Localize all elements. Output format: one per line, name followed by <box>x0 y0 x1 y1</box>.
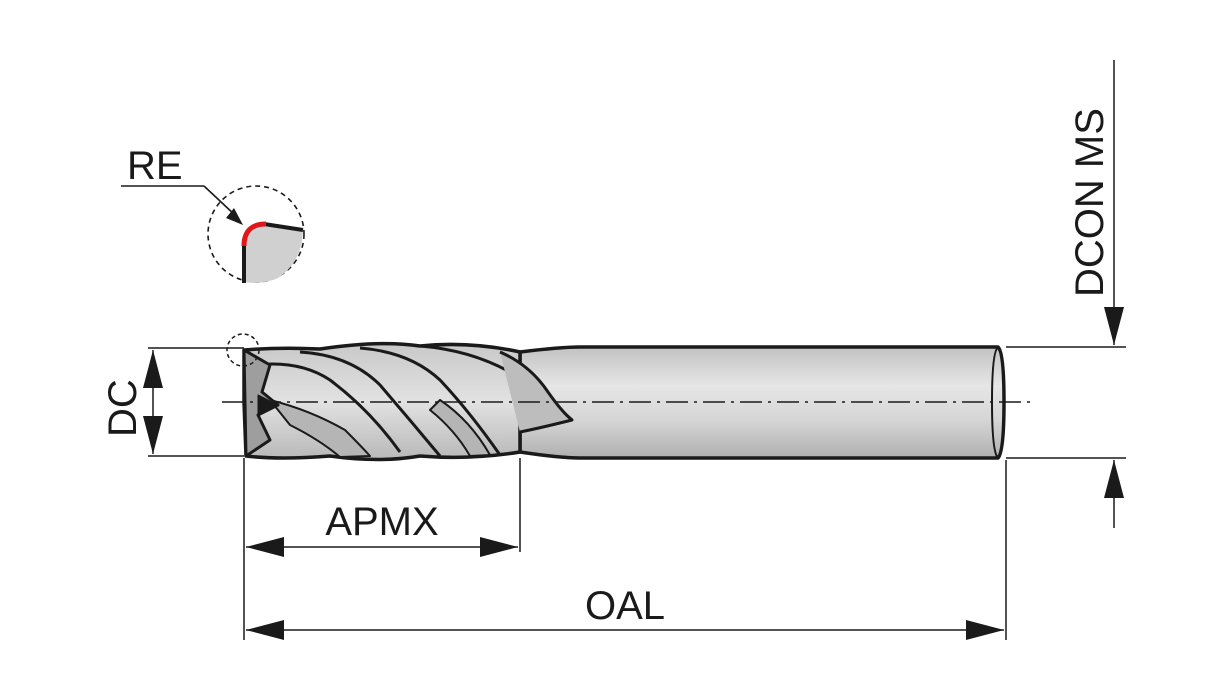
re-label: RE <box>127 144 183 188</box>
flute-shading-1 <box>269 399 371 458</box>
flute-3 <box>359 346 502 456</box>
dc-label: DC <box>101 379 145 437</box>
oal-arrow-left <box>246 620 284 640</box>
dc-arrow-top <box>143 350 163 388</box>
apmx-label: APMX <box>325 500 438 544</box>
flute-shading-2 <box>429 399 491 457</box>
dc-dimension <box>143 347 244 457</box>
flute-run-out <box>499 350 574 434</box>
re-arrowhead <box>226 208 243 225</box>
tip-face <box>257 394 279 416</box>
re-detail: RE <box>121 144 305 283</box>
flute-1 <box>254 362 402 453</box>
dcon-ms-dimension <box>1006 60 1126 528</box>
oal-label: OAL <box>585 584 665 628</box>
dc-arrow-bottom <box>143 416 163 454</box>
apmx-dimension <box>243 458 521 640</box>
dcon-arrow-top <box>1104 307 1124 345</box>
re-detail-fill <box>244 224 303 283</box>
re-leader-diagonal <box>203 185 237 217</box>
dcon-arrow-bottom <box>1104 460 1124 498</box>
corner-detail-marker <box>226 333 260 367</box>
re-detail-edge <box>242 222 304 283</box>
flute-2 <box>299 350 442 457</box>
corner-radius-highlight <box>241 221 267 247</box>
end-mill-body <box>242 341 1006 462</box>
oal-dimension <box>246 460 1007 640</box>
apmx-arrow-right <box>480 537 518 557</box>
dcon-ms-label: DCON MS <box>1068 108 1112 297</box>
apmx-arrow-left <box>246 537 284 557</box>
oal-arrow-right <box>966 620 1004 640</box>
